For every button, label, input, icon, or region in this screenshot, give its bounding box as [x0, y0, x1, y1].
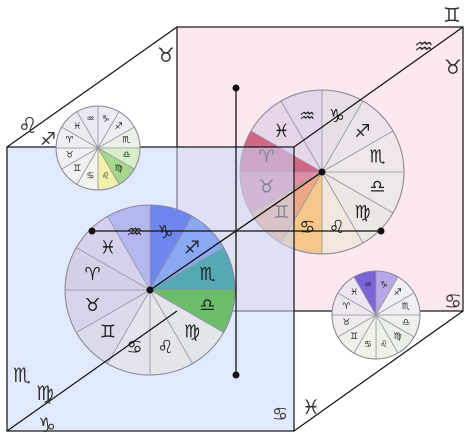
wheel-rim — [55, 105, 141, 191]
wheel-sign-glyph: ♉ — [84, 295, 100, 316]
edge-label-left-virgo: ♍ — [36, 381, 54, 405]
wheel-sign-glyph: ♌ — [329, 217, 345, 238]
edge-label-right-cancer: ♋ — [444, 289, 462, 313]
wheel-sign-glyph: ♐ — [355, 121, 371, 142]
wheel-sign-glyph: ♓ — [350, 288, 358, 298]
wheel-sign-glyph: ♋ — [86, 171, 94, 181]
wheel-sign-glyph: ♈ — [342, 302, 351, 312]
edge-top-left — [6, 26, 178, 148]
wheel-sign-glyph: ♐ — [184, 237, 200, 258]
edge-bottom-right — [293, 310, 464, 432]
axis-endpoints — [88, 84, 385, 379]
edge-label-top-mid: ♉ — [157, 43, 175, 67]
edge-bottom-left — [6, 310, 178, 432]
wheel-sign-glyph: ♊ — [100, 322, 116, 343]
wheel-sign-glyph: ♍ — [184, 322, 200, 343]
edge-top-right — [293, 26, 464, 148]
edge-label-left-scorpio: ♏ — [13, 363, 31, 387]
wheel-sign-glyph: ♊ — [73, 164, 81, 174]
wheel-sign-glyph: ♎ — [199, 295, 215, 316]
wheel-small-upper-left: ♑ ♐ ♏ ♎ ♍ ♌ ♋ ♊ ♉ ♈ ♓ ♒ — [55, 105, 141, 191]
wheel-small-lower-right: ♑ ♐♏ ♎♍ ♌ ♋ ♊♉ ♈ ♓ ♒ — [331, 270, 421, 360]
wheel-sign-glyph: ♌ — [380, 340, 388, 350]
cube-axes — [92, 88, 381, 375]
wheel-sign-glyph: ♍ — [115, 164, 123, 174]
wheel-sign-glyph: ♐ — [394, 288, 402, 298]
edge-labels: ♊ ♉ ♒ ♉ ♌ ♐ ♋ ♏ ♍ ♑ ♋ ♓ — [13, 3, 462, 437]
wheel-sign-glyph: ♑ — [380, 280, 388, 290]
wheel-sign-glyph: ♈ — [84, 264, 100, 285]
wheel-sign-glyph: ♉ — [66, 151, 74, 161]
center-dot-front — [146, 286, 154, 294]
wheel-sign-glyph: ♉ — [342, 318, 350, 328]
wheel-sign-glyph: ♏ — [402, 302, 410, 312]
wheel-sign-glyph: ♏ — [369, 147, 385, 168]
wheel-sign-glyph: ♓ — [100, 237, 116, 258]
axis-endpoint-bottom — [232, 371, 240, 379]
edge-label-right-upper: ♉ — [444, 55, 462, 79]
wheel-front-main: ♑ ♐ ♏ ♎ ♍ ♌ ♋ ♊♉ ♈♓ ♒ — [64, 204, 236, 376]
wheel-sign-glyph: ♍ — [394, 332, 402, 342]
wheel-sign-glyph: ♈ — [66, 135, 75, 145]
wheel-sign-glyph: ♒ — [299, 106, 315, 127]
wheel-sign-glyph: ♋ — [299, 217, 315, 238]
axis-endpoint-right — [377, 227, 385, 235]
wheel-rim — [331, 270, 421, 360]
edge-label-top-right: ♊ — [443, 3, 461, 27]
edge-label-diag-aquarius: ♒ — [414, 35, 434, 60]
wheel-sign-glyph: ♑ — [157, 222, 173, 243]
wheel-sign-glyph: ♑ — [102, 115, 110, 125]
wheel-sign-glyph: ♒ — [86, 115, 94, 125]
edge-label-left-sag: ♐ — [40, 129, 56, 150]
wheel-sign-glyph: ♓ — [73, 122, 81, 132]
wheel-sign-glyph: ♓ — [273, 121, 289, 142]
edge-label-bottom-cancer: ♋ — [272, 404, 288, 425]
axis-endpoint-top — [232, 84, 240, 92]
wheel-sign-glyph: ♏ — [199, 264, 215, 285]
wheel-sign-glyph: ♊ — [350, 332, 358, 342]
wheel-sign-glyph: ♎ — [402, 318, 410, 328]
wheel-sign-glyph: ♒ — [364, 280, 372, 290]
wheel-sign-glyph: ♎ — [369, 176, 385, 197]
edge-label-left-leo: ♌ — [18, 114, 38, 139]
wheel-sign-glyph: ♏ — [122, 135, 130, 145]
cube-edges — [6, 26, 464, 432]
axis-diagonal — [149, 171, 323, 291]
wheel-sign-glyph: ♎ — [122, 151, 130, 161]
edge-label-bottom-pisces: ♓ — [302, 395, 320, 419]
center-dot-back — [318, 168, 326, 176]
wheel-sign-glyph: ♋ — [364, 340, 372, 350]
wheel-rim — [64, 204, 236, 376]
wheel-sign-glyph: ♌ — [102, 171, 110, 181]
edge-label-bottom-cap: ♑ — [38, 413, 56, 437]
wheel-sign-glyph: ♒ — [127, 222, 143, 243]
wheel-sign-glyph: ♍ — [355, 202, 371, 223]
axis-endpoint-left — [88, 227, 96, 235]
wheel-sign-glyph: ♐ — [115, 122, 123, 132]
wheel-sign-glyph: ♋ — [127, 337, 143, 358]
wheel-sign-glyph: ♌ — [157, 337, 173, 358]
